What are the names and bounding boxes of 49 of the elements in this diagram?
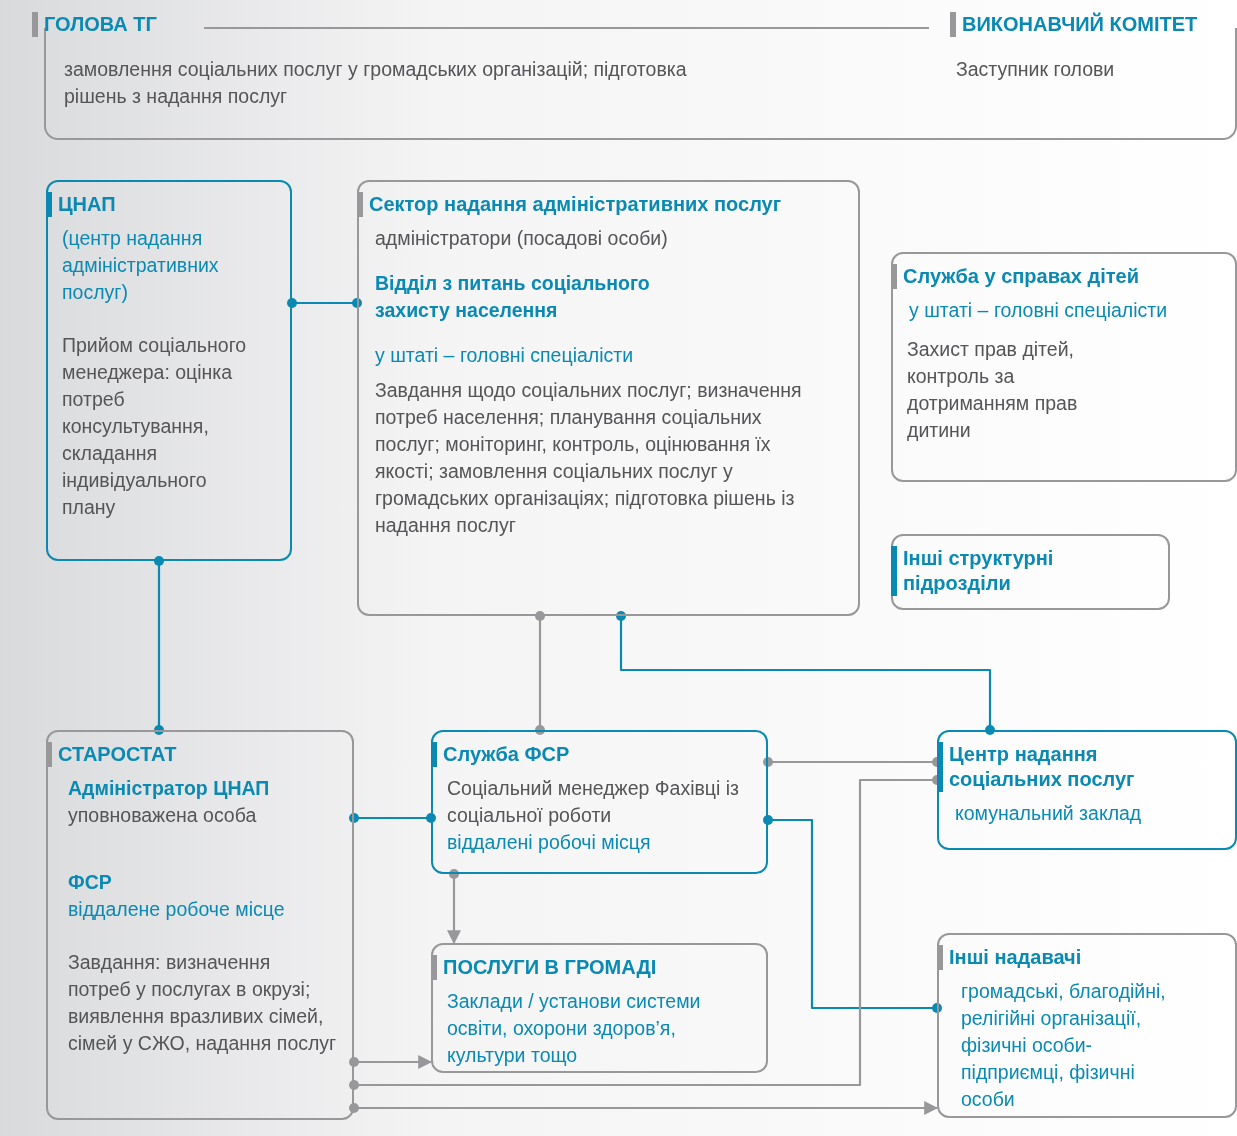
unit-box [46,180,292,561]
subtitle-text: Заклади / установи системи освіти, охорони здоров’я, культури тощо [447,989,702,1068]
subtitle-text: (центр надання адміністративних послуг) [62,226,220,305]
heading: СТАРОСТАТ [46,742,338,767]
heading: ВИКОНАВЧИЙ КОМІТЕТ [950,12,1198,37]
connector [154,556,164,735]
heading: Служба ФСР [431,742,752,767]
subtitle-text: у штаті – головні спеціалісти [375,343,635,368]
subtitle-text: у штаті – головні спеціалісти [909,298,1169,323]
connector [535,611,545,735]
description-text: замовлення соціальних послуг у громадських організацій; підготовка рішень з надання послуг [64,57,688,109]
description-text: Заступник голови [956,57,1116,82]
description-text: Соціальний менеджер Фахівці із соціальної роботи [447,776,741,828]
connector [763,815,942,1013]
connector [447,869,461,945]
unit-box [46,730,354,1120]
unit-box [891,534,1170,610]
description-text: Захист прав дітей, контроль за дотриманням прав дитини [907,337,1079,443]
unit-box [891,252,1237,482]
description-text: адміністратори (посадові особи) [375,226,669,251]
unit-box [937,933,1237,1118]
connector [616,611,995,735]
description-text: Завдання: визначення потреб у послугах в окрузі; виявлення вразливих сімей, сімей у СЖО, надання послуг [68,950,338,1056]
heading: Інші надавачі [937,945,1221,970]
connector [287,298,362,308]
subtitle-text: віддалені робочі місця [447,830,652,855]
description-text: Завдання щодо соціальних послуг; визначення потреб населення; планування соціальних послуг; моніторинг, контроль, оцінювання їх якості; замовлення соціальних послуг у громадських організаціях; підготовка рішень із надання послуг [375,378,803,538]
connector [349,813,436,823]
subtitle-text: комунальний заклад [955,801,1143,826]
subtitle-text: громадські, благодійні, релігійні організації, фізичні особи-підприємці, фізичні особи [961,979,1167,1112]
heading: Центр надання соціальних послуг [937,742,1189,792]
heading: Сектор надання адміністративних послуг [357,192,844,217]
description-text: Прийом соціального менеджера: оцінка потреб консультування, складання індивідуального плану [62,333,248,520]
heading: ПОСЛУГИ В ГРОМАДІ [431,955,752,980]
unit-box [937,730,1237,850]
heading: ГОЛОВА ТГ [32,12,157,37]
subheading: Адміністратор ЦНАП [68,776,271,801]
subheading: Відділ з питань соціального захисту населення [375,271,651,323]
heading: Інші структурні підрозділи [891,546,1154,596]
connector [349,1055,433,1069]
heading: ЦНАП [46,192,276,217]
subheading: ФСР [68,870,113,895]
unit-box [357,180,860,616]
heading: Служба у справах дітей [891,264,1221,289]
connector [349,1101,939,1115]
description-text: уповноважена особа [68,803,258,828]
unit-box [431,730,768,874]
subtitle-text: віддалене робоче місце [68,897,286,922]
unit-box [431,943,768,1073]
